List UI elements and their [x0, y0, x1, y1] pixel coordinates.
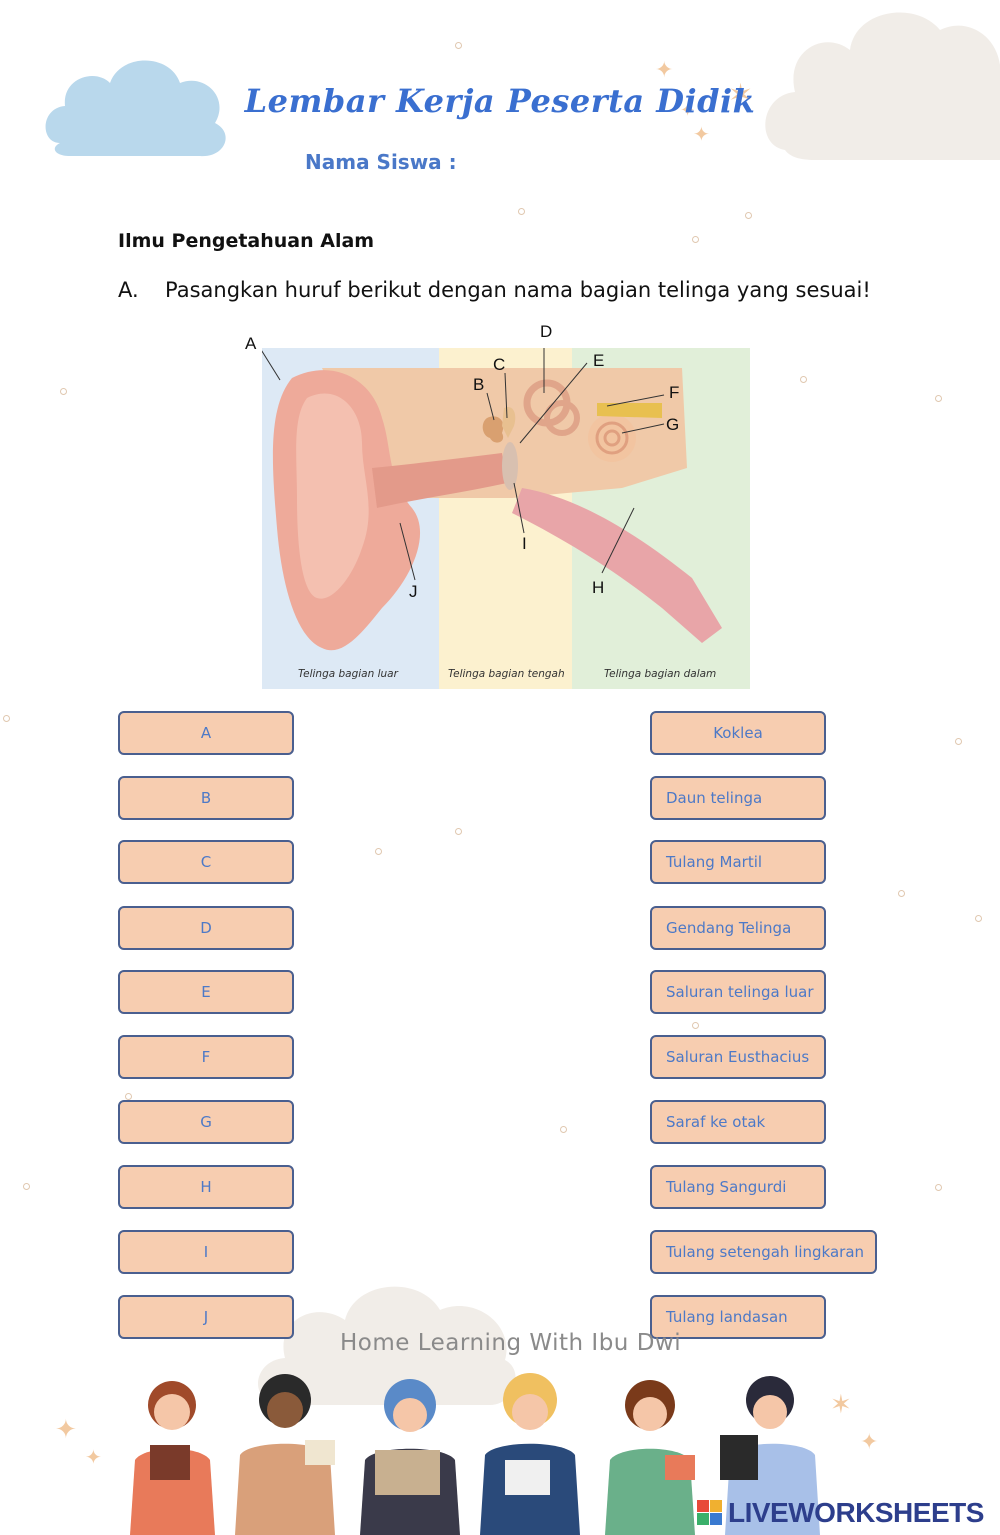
dot-decoration	[800, 376, 807, 383]
dot-decoration	[455, 828, 462, 835]
left-option-d[interactable]: D	[118, 906, 294, 950]
dot-decoration	[560, 1126, 567, 1133]
right-option-tulang-setengah-lingkaran[interactable]: Tulang setengah lingkaran	[650, 1230, 877, 1274]
left-option-i[interactable]: I	[118, 1230, 294, 1274]
star-icon: ✶	[830, 1390, 852, 1420]
footer-credit: Home Learning With Ibu Dwi	[340, 1330, 682, 1356]
diagram-letter-c: C	[493, 355, 506, 374]
dot-decoration	[125, 1093, 132, 1100]
dot-decoration	[3, 715, 10, 722]
right-option-tulang-landasan[interactable]: Tulang landasan	[650, 1295, 826, 1339]
dot-decoration	[975, 915, 982, 922]
star-icon: ✦	[680, 100, 696, 121]
ear-diagram	[262, 348, 750, 689]
diagram-letter-e: E	[593, 351, 605, 370]
subject-heading: Ilmu Pengetahuan Alam	[118, 230, 375, 252]
dot-decoration	[455, 42, 462, 49]
dot-decoration	[898, 890, 905, 897]
brand-watermark: LIVEWORKSHEETS	[728, 1497, 984, 1528]
dot-decoration	[375, 848, 382, 855]
dot-decoration	[692, 236, 699, 243]
dot-decoration	[23, 1183, 30, 1190]
diagram-letter-j: J	[409, 582, 418, 601]
dot-decoration	[955, 738, 962, 745]
right-option-tulang-sangurdi[interactable]: Tulang Sangurdi	[650, 1165, 826, 1209]
star-icon: ✦	[655, 58, 674, 83]
right-option-saluran-telinga-luar[interactable]: Saluran telinga luar	[650, 970, 826, 1014]
left-option-b[interactable]: B	[118, 776, 294, 820]
left-option-c[interactable]: C	[118, 840, 294, 884]
left-option-a[interactable]: A	[118, 711, 294, 755]
diagram-letter-a: A	[245, 334, 257, 353]
cloud-top-right	[765, 12, 1000, 160]
dot-decoration	[60, 388, 67, 395]
diagram-letter-d: D	[540, 322, 553, 341]
star-icon: ✦	[55, 1415, 77, 1445]
diagram-letter-b: B	[473, 375, 485, 394]
dot-decoration	[935, 1184, 942, 1191]
star-icon: ✶	[728, 78, 754, 113]
diagram-letter-i: I	[522, 534, 527, 553]
cloud-top-left	[45, 60, 226, 157]
region-label-outer: Telinga bagian luar	[298, 668, 398, 680]
right-option-gendang-telinga[interactable]: Gendang Telinga	[650, 906, 826, 950]
dot-decoration	[518, 208, 525, 215]
star-icon: ✦	[860, 1430, 879, 1455]
region-label-inner: Telinga bagian dalam	[604, 668, 717, 680]
instruction-text: Pasangkan huruf berikut dengan nama bagi…	[165, 278, 871, 302]
right-option-tulang-martil[interactable]: Tulang Martil	[650, 840, 826, 884]
dot-decoration	[745, 212, 752, 219]
left-option-j[interactable]: J	[118, 1295, 294, 1339]
right-option-saraf-ke-otak[interactable]: Saraf ke otak	[650, 1100, 826, 1144]
dot-decoration	[935, 395, 942, 402]
left-option-h[interactable]: H	[118, 1165, 294, 1209]
page-title: Lembar Kerja Peserta Didik	[244, 82, 756, 120]
left-option-e[interactable]: E	[118, 970, 294, 1014]
instruction-number: A.	[118, 278, 139, 302]
star-icon: ✦	[85, 1445, 102, 1469]
liveworksheets-logo-icon	[697, 1500, 722, 1525]
cloud-bottom	[258, 1286, 516, 1405]
right-option-saluran-eusthacius[interactable]: Saluran Eusthacius	[650, 1035, 826, 1079]
region-label-middle: Telinga bagian tengah	[448, 668, 565, 680]
left-option-f[interactable]: F	[118, 1035, 294, 1079]
children-reading-illustration	[130, 1373, 820, 1535]
left-option-g[interactable]: G	[118, 1100, 294, 1144]
right-option-koklea[interactable]: Koklea	[650, 711, 826, 755]
student-name-label: Nama Siswa :	[305, 150, 457, 174]
diagram-letter-h: H	[592, 578, 605, 597]
diagram-letter-g: G	[666, 415, 680, 434]
diagram-letter-f: F	[669, 383, 680, 402]
star-icon: ✦	[693, 122, 710, 146]
dot-decoration	[692, 1022, 699, 1029]
right-option-daun-telinga[interactable]: Daun telinga	[650, 776, 826, 820]
